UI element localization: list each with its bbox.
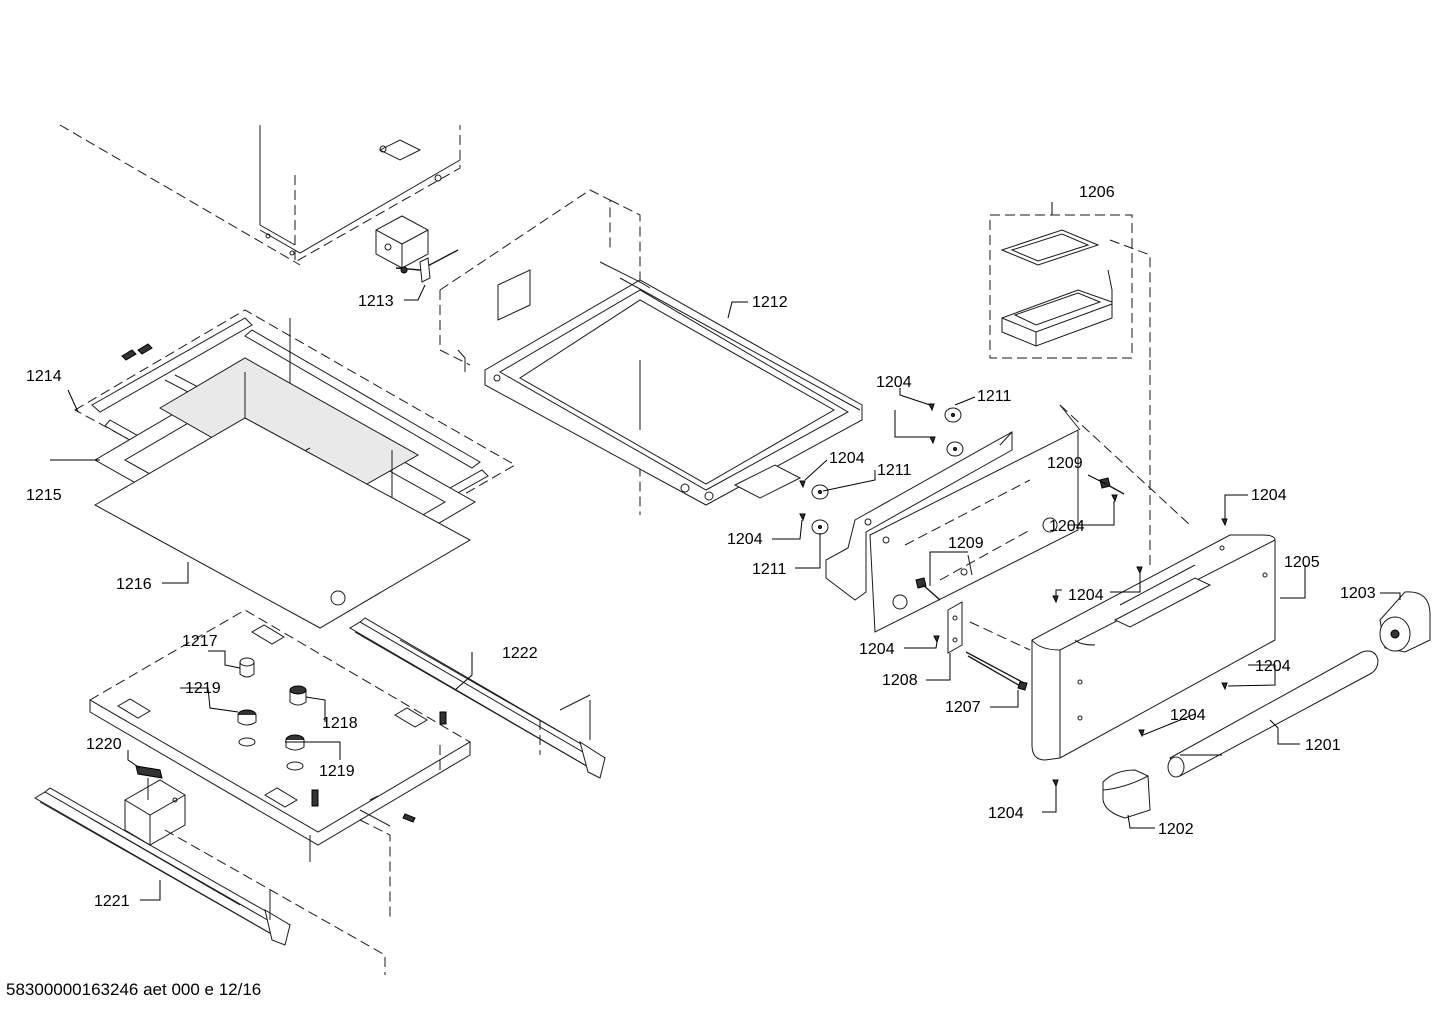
- label-1220: 1220: [86, 736, 122, 753]
- label-1209-b: 1209: [948, 535, 984, 552]
- label-1204-d: 1204: [1049, 518, 1085, 535]
- label-1206: 1206: [1079, 184, 1115, 201]
- label-1204-g: 1204: [859, 641, 895, 658]
- part-1207-pin: [965, 621, 1031, 691]
- upper-housing-outline: [59, 124, 461, 266]
- label-1204-b: 1204: [829, 450, 865, 467]
- label-1214: 1214: [26, 368, 62, 385]
- label-1202: 1202: [1158, 821, 1194, 838]
- label-1211-b: 1211: [877, 462, 912, 479]
- label-1201: 1201: [1305, 737, 1341, 754]
- part-1221-left-rail: [34, 787, 386, 975]
- part-1218-connector: [289, 685, 307, 706]
- label-1222: 1222: [502, 645, 538, 662]
- label-1209-a: 1209: [1047, 455, 1083, 472]
- part-1206-handle-insert: [989, 214, 1133, 359]
- part-labels: 1206 1213 1212 1214 1215 1216 1204 1211 …: [26, 184, 1376, 910]
- label-1218: 1218: [322, 715, 358, 732]
- part-1213-bracket: [375, 215, 459, 283]
- part-1222-right-rail: [349, 617, 606, 779]
- part-1202-end-cap: [1102, 769, 1151, 819]
- drawer-base-plate: [89, 609, 471, 920]
- label-1217: 1217: [182, 633, 218, 650]
- label-1208: 1208: [882, 672, 918, 689]
- part-1212-frame: [439, 189, 863, 515]
- label-1219-a: 1219: [185, 680, 221, 697]
- part-1204-screws: [799, 403, 1228, 788]
- part-1201-handle-rod: [1167, 650, 1379, 778]
- part-1205-front-panel: [1031, 534, 1276, 761]
- label-1204-h: 1204: [1255, 658, 1291, 675]
- label-1204-j: 1204: [988, 805, 1024, 822]
- label-1204-c: 1204: [1251, 487, 1287, 504]
- label-1211-c: 1211: [752, 561, 787, 578]
- label-1221: 1221: [94, 893, 130, 910]
- part-1208-angle-bracket: [947, 601, 963, 654]
- label-1211-a: 1211: [977, 388, 1012, 405]
- document-footer-code: 58300000163246 aet 000 e 12/16: [6, 980, 262, 999]
- label-1204-a: 1204: [876, 374, 912, 391]
- label-1215: 1215: [26, 487, 62, 504]
- label-1213: 1213: [358, 293, 394, 310]
- label-1216: 1216: [116, 576, 152, 593]
- label-1212: 1212: [752, 294, 788, 311]
- leader-lines: [50, 202, 1401, 901]
- label-1219-b: 1219: [319, 763, 355, 780]
- label-1203: 1203: [1340, 585, 1376, 602]
- label-1204-i: 1204: [1170, 707, 1206, 724]
- part-1211-washers: [811, 407, 964, 535]
- label-1204-e: 1204: [727, 531, 763, 548]
- label-1205: 1205: [1284, 554, 1320, 571]
- part-1216-sheet: [93, 417, 472, 629]
- part-1217-connector: [239, 657, 255, 678]
- part-1220-bracket: [124, 765, 186, 846]
- part-1203-end-cap: [1379, 591, 1431, 653]
- label-1204-f: 1204: [1068, 587, 1104, 604]
- label-1207: 1207: [945, 699, 981, 716]
- part-1219-grommets: [237, 709, 305, 771]
